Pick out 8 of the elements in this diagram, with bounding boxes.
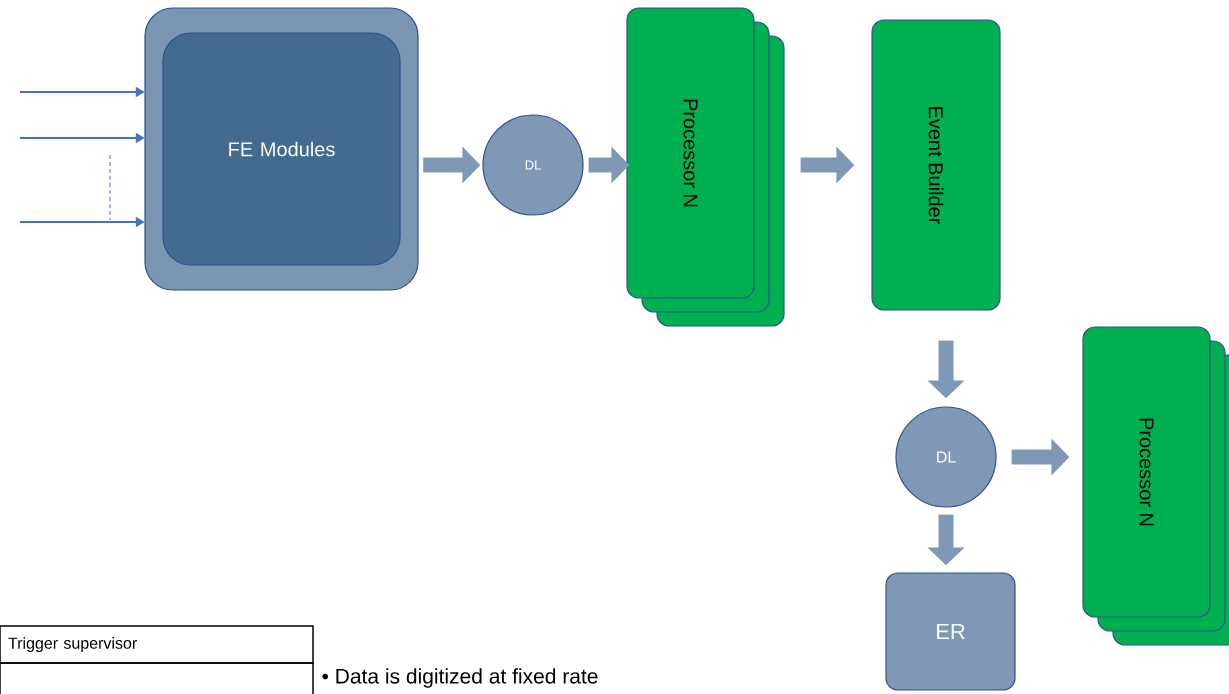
stacked-processor-box: Processor N (626, 7, 785, 327)
empty-box (0, 662, 314, 694)
process-box: ER (885, 572, 1016, 691)
stacked-processor-box: Processor N (1082, 326, 1229, 646)
process-box: Event Builder (871, 19, 1001, 311)
bullet-text: • Data is digitized at fixed rate (322, 668, 598, 688)
stacked-module-box: FE Modules (144, 7, 419, 291)
text-box: Trigger supervisor (0, 625, 314, 664)
